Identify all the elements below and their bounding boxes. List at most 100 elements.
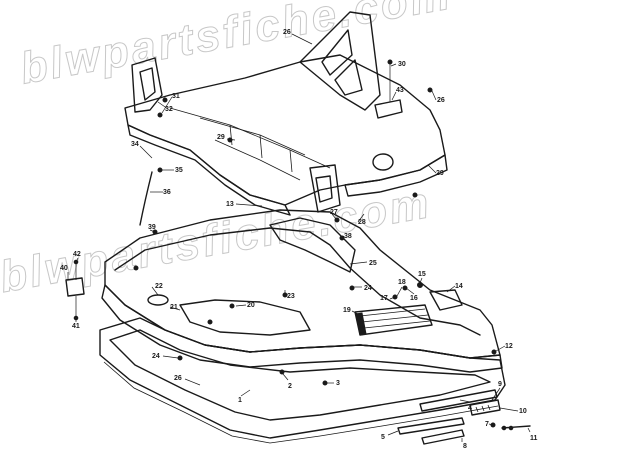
strip-8 <box>421 429 465 445</box>
hood-inner-edge <box>114 227 481 336</box>
washer-11 <box>501 425 507 431</box>
callout-label: 23 <box>287 293 295 300</box>
callout-label: 34 <box>131 141 139 148</box>
frame-right-tower-cutout-1 <box>321 29 353 76</box>
bottom-pan-inner <box>109 329 491 421</box>
callout-label: 40 <box>60 265 68 272</box>
callout-label: 38 <box>344 233 352 240</box>
callout-label: 1 <box>238 397 242 404</box>
callout-label: 10 <box>519 408 527 415</box>
callout-label: 13 <box>226 201 234 208</box>
frame-tunnel-line-3 <box>214 139 301 181</box>
callout-label: 35 <box>175 167 183 174</box>
callout-label: 42 <box>73 251 81 258</box>
frame-cross-brace-cutout <box>315 175 333 203</box>
callout-label: 12 <box>505 343 513 350</box>
callout-label: 41 <box>72 323 80 330</box>
rail-5 <box>397 417 465 435</box>
bottom-pan-assembly <box>99 317 506 444</box>
rail-4 <box>419 389 498 412</box>
fastener-26b <box>427 87 433 93</box>
callout-label: 4 <box>468 405 472 412</box>
bottom-pan-rim-2 <box>103 361 499 444</box>
callout-label: 5 <box>381 434 385 441</box>
fastener-31 <box>157 112 163 118</box>
frame-left-tower <box>131 57 163 113</box>
callout-label: 29 <box>436 170 444 177</box>
bolt-30-head <box>387 59 393 65</box>
cable-36 <box>139 171 153 226</box>
hood-headlight-opening <box>147 294 169 306</box>
callout-label: 15 <box>418 271 426 278</box>
callout-label: 29 <box>217 134 225 141</box>
fastener-16 <box>402 285 408 291</box>
frame-right-tower-cutout-2 <box>334 59 363 96</box>
frame-left-tower-cutout <box>139 67 156 101</box>
callout-label: 27 <box>330 209 338 216</box>
callout-label: 26 <box>437 97 445 104</box>
hood-dash-panel <box>269 217 356 273</box>
callout-label: 22 <box>155 283 163 290</box>
frame-bolt-plate <box>374 99 403 119</box>
hood-console-strip <box>355 312 367 336</box>
callout-label: 24 <box>364 285 372 292</box>
frame-right-tower <box>299 11 381 111</box>
washer-11b <box>508 425 514 431</box>
fastener-28 <box>412 192 418 198</box>
fastener-20 <box>229 303 235 309</box>
bottom-pan-rim <box>99 354 496 439</box>
fastener-35 <box>157 167 163 173</box>
callout-layer: 26 30 31 32 43 26 29 34 35 36 29 13 <box>60 29 538 450</box>
fastener-29 <box>227 137 233 143</box>
hood-windshield-mount <box>429 289 463 311</box>
fastener-32 <box>162 97 168 103</box>
hinge-bracket-40 <box>65 277 85 297</box>
frame-tunnel-line-4 <box>229 124 293 173</box>
callout-label: 2 <box>288 383 292 390</box>
hood-panel-recess <box>179 299 311 336</box>
frame-cross-brace <box>309 164 341 213</box>
callout-label: 31 <box>172 93 180 100</box>
hood-console-detail <box>359 308 431 329</box>
frame-assembly <box>124 11 448 216</box>
frame-right-side <box>344 154 448 197</box>
callout-label: 3 <box>336 380 340 387</box>
fastener-2 <box>279 369 285 375</box>
frame-plate-hole <box>372 153 394 171</box>
callout-label: 14 <box>455 283 463 290</box>
callout-label: 7 <box>485 421 489 428</box>
fastener-12 <box>491 349 497 355</box>
fastener-24b <box>177 355 183 361</box>
bolt-11 <box>501 425 531 429</box>
callout-label: 30 <box>398 61 406 68</box>
callout-label: 28 <box>358 219 366 226</box>
fastener-15 <box>417 282 423 288</box>
callout-label: 17 <box>380 295 388 302</box>
callout-label: 18 <box>398 279 406 286</box>
callout-label: 24 <box>152 353 160 360</box>
frame-front-face <box>127 124 291 216</box>
callout-label: 21 <box>170 304 178 311</box>
fastener-3 <box>322 380 328 386</box>
callout-label: 8 <box>463 443 467 450</box>
bracket-9-holes <box>475 404 491 413</box>
bracket-9 <box>469 399 501 416</box>
fastener-21 <box>207 319 213 325</box>
callout-label: 32 <box>165 106 173 113</box>
watermark-text-middle: blwpartsfiche.com <box>0 178 435 302</box>
callout-label: 16 <box>410 295 418 302</box>
callout-label: 9 <box>498 381 502 388</box>
callout-label: 43 <box>396 87 404 94</box>
callout-label: 39 <box>148 224 156 231</box>
callout-label: 20 <box>247 302 255 309</box>
callout-label: 26 <box>283 29 291 36</box>
callout-label: 19 <box>343 307 351 314</box>
callout-label: 26 <box>174 375 182 382</box>
callout-label: 11 <box>530 435 538 442</box>
callout-label: 25 <box>369 260 377 267</box>
fastener-22 <box>133 265 139 271</box>
callout-label: 36 <box>163 189 171 196</box>
fastener-24 <box>349 285 355 291</box>
small-parts <box>65 87 531 445</box>
